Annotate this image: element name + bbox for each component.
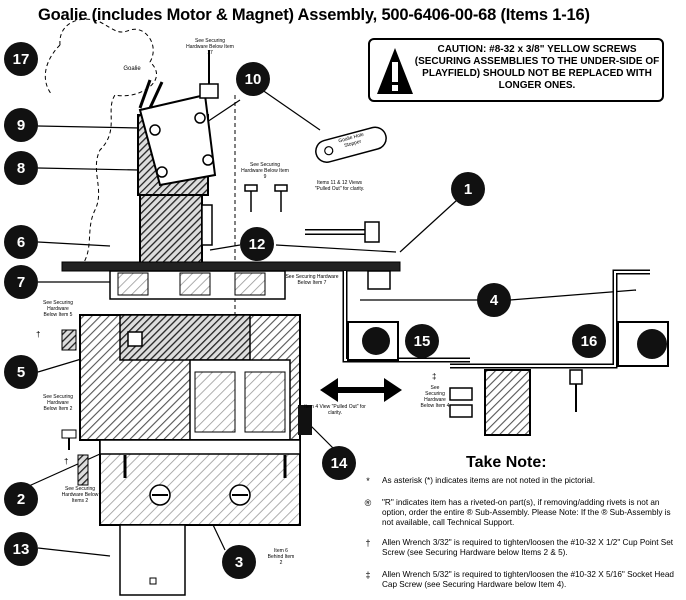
item-12-pin (305, 221, 380, 243)
item-6-post (139, 194, 203, 268)
callout-12: 12 (240, 227, 274, 261)
hw-right-label: See Securing Hardware Below Item 4 (420, 385, 450, 409)
hw-top-label: See Securing Hardware Below Item 17 (186, 38, 234, 56)
note-mark: * (366, 476, 370, 486)
note-mark: ‡ (365, 570, 371, 580)
item-10-stopper-pictorial (315, 126, 387, 163)
callout-16: 16 (572, 324, 606, 358)
caution-text: CAUTION: #8-32 x 3/8" YELLOW SCREWS (SEC… (414, 44, 660, 91)
diagram-title: Goalie (includes Motor & Magnet) Assembl… (38, 6, 590, 24)
goalie-outline-label: Goalie (123, 66, 141, 72)
hw-bottom-label: See Securing Hardware Below Items 2 (61, 486, 99, 504)
callout-4: 4 (477, 283, 511, 317)
callout-1: 1 (451, 172, 485, 206)
callout-7: 7 (4, 265, 38, 299)
callout-14: 14 (322, 446, 356, 480)
item-4-lower-block (484, 369, 531, 436)
note-mark: ® (364, 498, 372, 508)
note-mark: † (365, 538, 371, 548)
callout-3: 3 (222, 545, 256, 579)
callout-10: 10 (236, 62, 270, 96)
note-text: As asterisk (*) indicates items are not … (382, 476, 595, 485)
dagger-mark-lower: † (64, 457, 69, 466)
note-text: "R" indicates item has a riveted-on part… (382, 498, 671, 527)
callout-13: 13 (4, 532, 38, 566)
item6-behind-label: Item 6 Behind Item 2 (267, 548, 295, 566)
motion-arrow (320, 378, 402, 402)
callout-5: 5 (4, 355, 38, 389)
callout-9: 9 (4, 108, 38, 142)
callout-8: 8 (4, 151, 38, 185)
dagger-mark-upper: † (36, 330, 41, 339)
hw-mid-label: See Securing Hardware Below Item 9 (241, 162, 289, 180)
item-7-plate (61, 261, 401, 272)
callout-6: 6 (4, 225, 38, 259)
items-11-12-label: Items 11 & 12 Views "Pulled Out" for cla… (314, 180, 365, 192)
ddagger-mark-right: ‡ (432, 372, 437, 381)
securing-screws-top (244, 184, 288, 212)
goalie-outline (59, 18, 157, 269)
take-note-heading: Take Note: (466, 454, 547, 471)
callout-2: 2 (4, 482, 38, 516)
hw-left1-label: See Securing Hardware Below Item 5 (42, 300, 74, 318)
hw-left2-label: See Securing Hardware Below Item 2 (42, 394, 74, 412)
item-17-stud (199, 83, 219, 99)
note-text: Allen Wrench 3/32" is required to tighte… (382, 538, 674, 557)
caution-box: CAUTION: #8-32 x 3/8" YELLOW SCREWS (SEC… (368, 38, 664, 102)
leader-lines (19, 84, 637, 557)
callout-15: 15 (405, 324, 439, 358)
warning-icon (377, 48, 413, 94)
note-text: Allen Wrench 5/32" is required to tighte… (382, 570, 674, 589)
hw-plate-label: See Securing Hardware Below Item 7 (285, 274, 339, 286)
callout-17: 17 (4, 42, 38, 76)
item4-view-label: Item 4 View "Pulled Out" for clarity. (304, 404, 366, 416)
